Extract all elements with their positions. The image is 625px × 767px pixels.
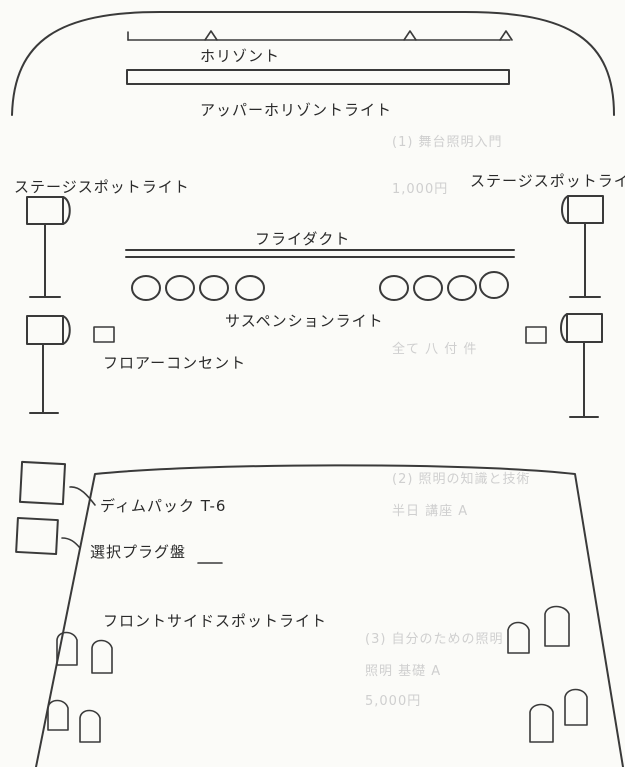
ghost-text: 1,000円 — [392, 182, 449, 197]
suspension-light-label: サスペンションライト — [225, 312, 384, 330]
dimmer-pack-label: ディムパック T-6 — [100, 497, 227, 515]
horizont-hook-2 — [403, 30, 417, 41]
suspension-light — [413, 275, 443, 301]
stage-back-wall — [11, 11, 615, 116]
suspension-light — [379, 275, 409, 301]
far-horizont-label: ホリゾント — [200, 47, 281, 65]
dimmer-pack-leader — [69, 486, 96, 506]
floor-outlet-left — [93, 326, 115, 343]
ghost-text: (2) 照明の知識と技術 — [392, 472, 531, 487]
floor-outlet-label: フロアーコンセント — [103, 354, 247, 372]
horizont-hook-1 — [204, 30, 218, 41]
ghost-text: 5,000円 — [365, 694, 422, 709]
upper-horizont-light-bar — [126, 69, 510, 85]
front-side-spot-label: フロントサイドスポットライト — [103, 612, 328, 630]
suspension-light — [447, 275, 477, 301]
front-side-spot-right — [507, 605, 588, 743]
horizont-hook-3 — [499, 30, 513, 41]
ghost-text: 半日 講座 A — [392, 504, 469, 519]
dimmer-pack-box — [18, 460, 67, 506]
suspension-light — [479, 271, 509, 299]
suspension-light — [131, 275, 161, 301]
suspension-light — [199, 275, 229, 301]
ghost-text: (1) 舞台照明入門 — [392, 135, 503, 150]
stage-spot-right-lower — [560, 313, 603, 418]
fly-duct-label: フライダクト — [255, 230, 351, 248]
stage-spot-left-lower — [26, 315, 71, 414]
ghost-text: 照明 基礎 A — [365, 664, 442, 679]
front-stage-outline — [35, 464, 624, 767]
stage-spot-left-upper — [26, 196, 71, 298]
ghost-text: (3) 自分のための照明 — [365, 632, 504, 647]
stage-spot-right-label: ステージスポットライト — [470, 172, 625, 190]
selector-plug-panel-label: 選択プラグ盤 — [90, 543, 187, 561]
stage-spot-left-label: ステージスポットライト — [14, 178, 190, 196]
ghost-text: 全て 八 付 件 — [392, 342, 478, 357]
floor-outlet-right — [525, 326, 547, 344]
selector-plug-panel-leader — [61, 537, 81, 549]
stage-spot-right-upper — [561, 195, 604, 298]
upper-horizont-light-label: アッパーホリゾントライト — [200, 101, 393, 119]
suspension-light — [165, 275, 195, 301]
selector-plug-panel-box — [15, 516, 59, 556]
suspension-light — [235, 275, 265, 301]
front-side-spot-left — [47, 631, 113, 743]
